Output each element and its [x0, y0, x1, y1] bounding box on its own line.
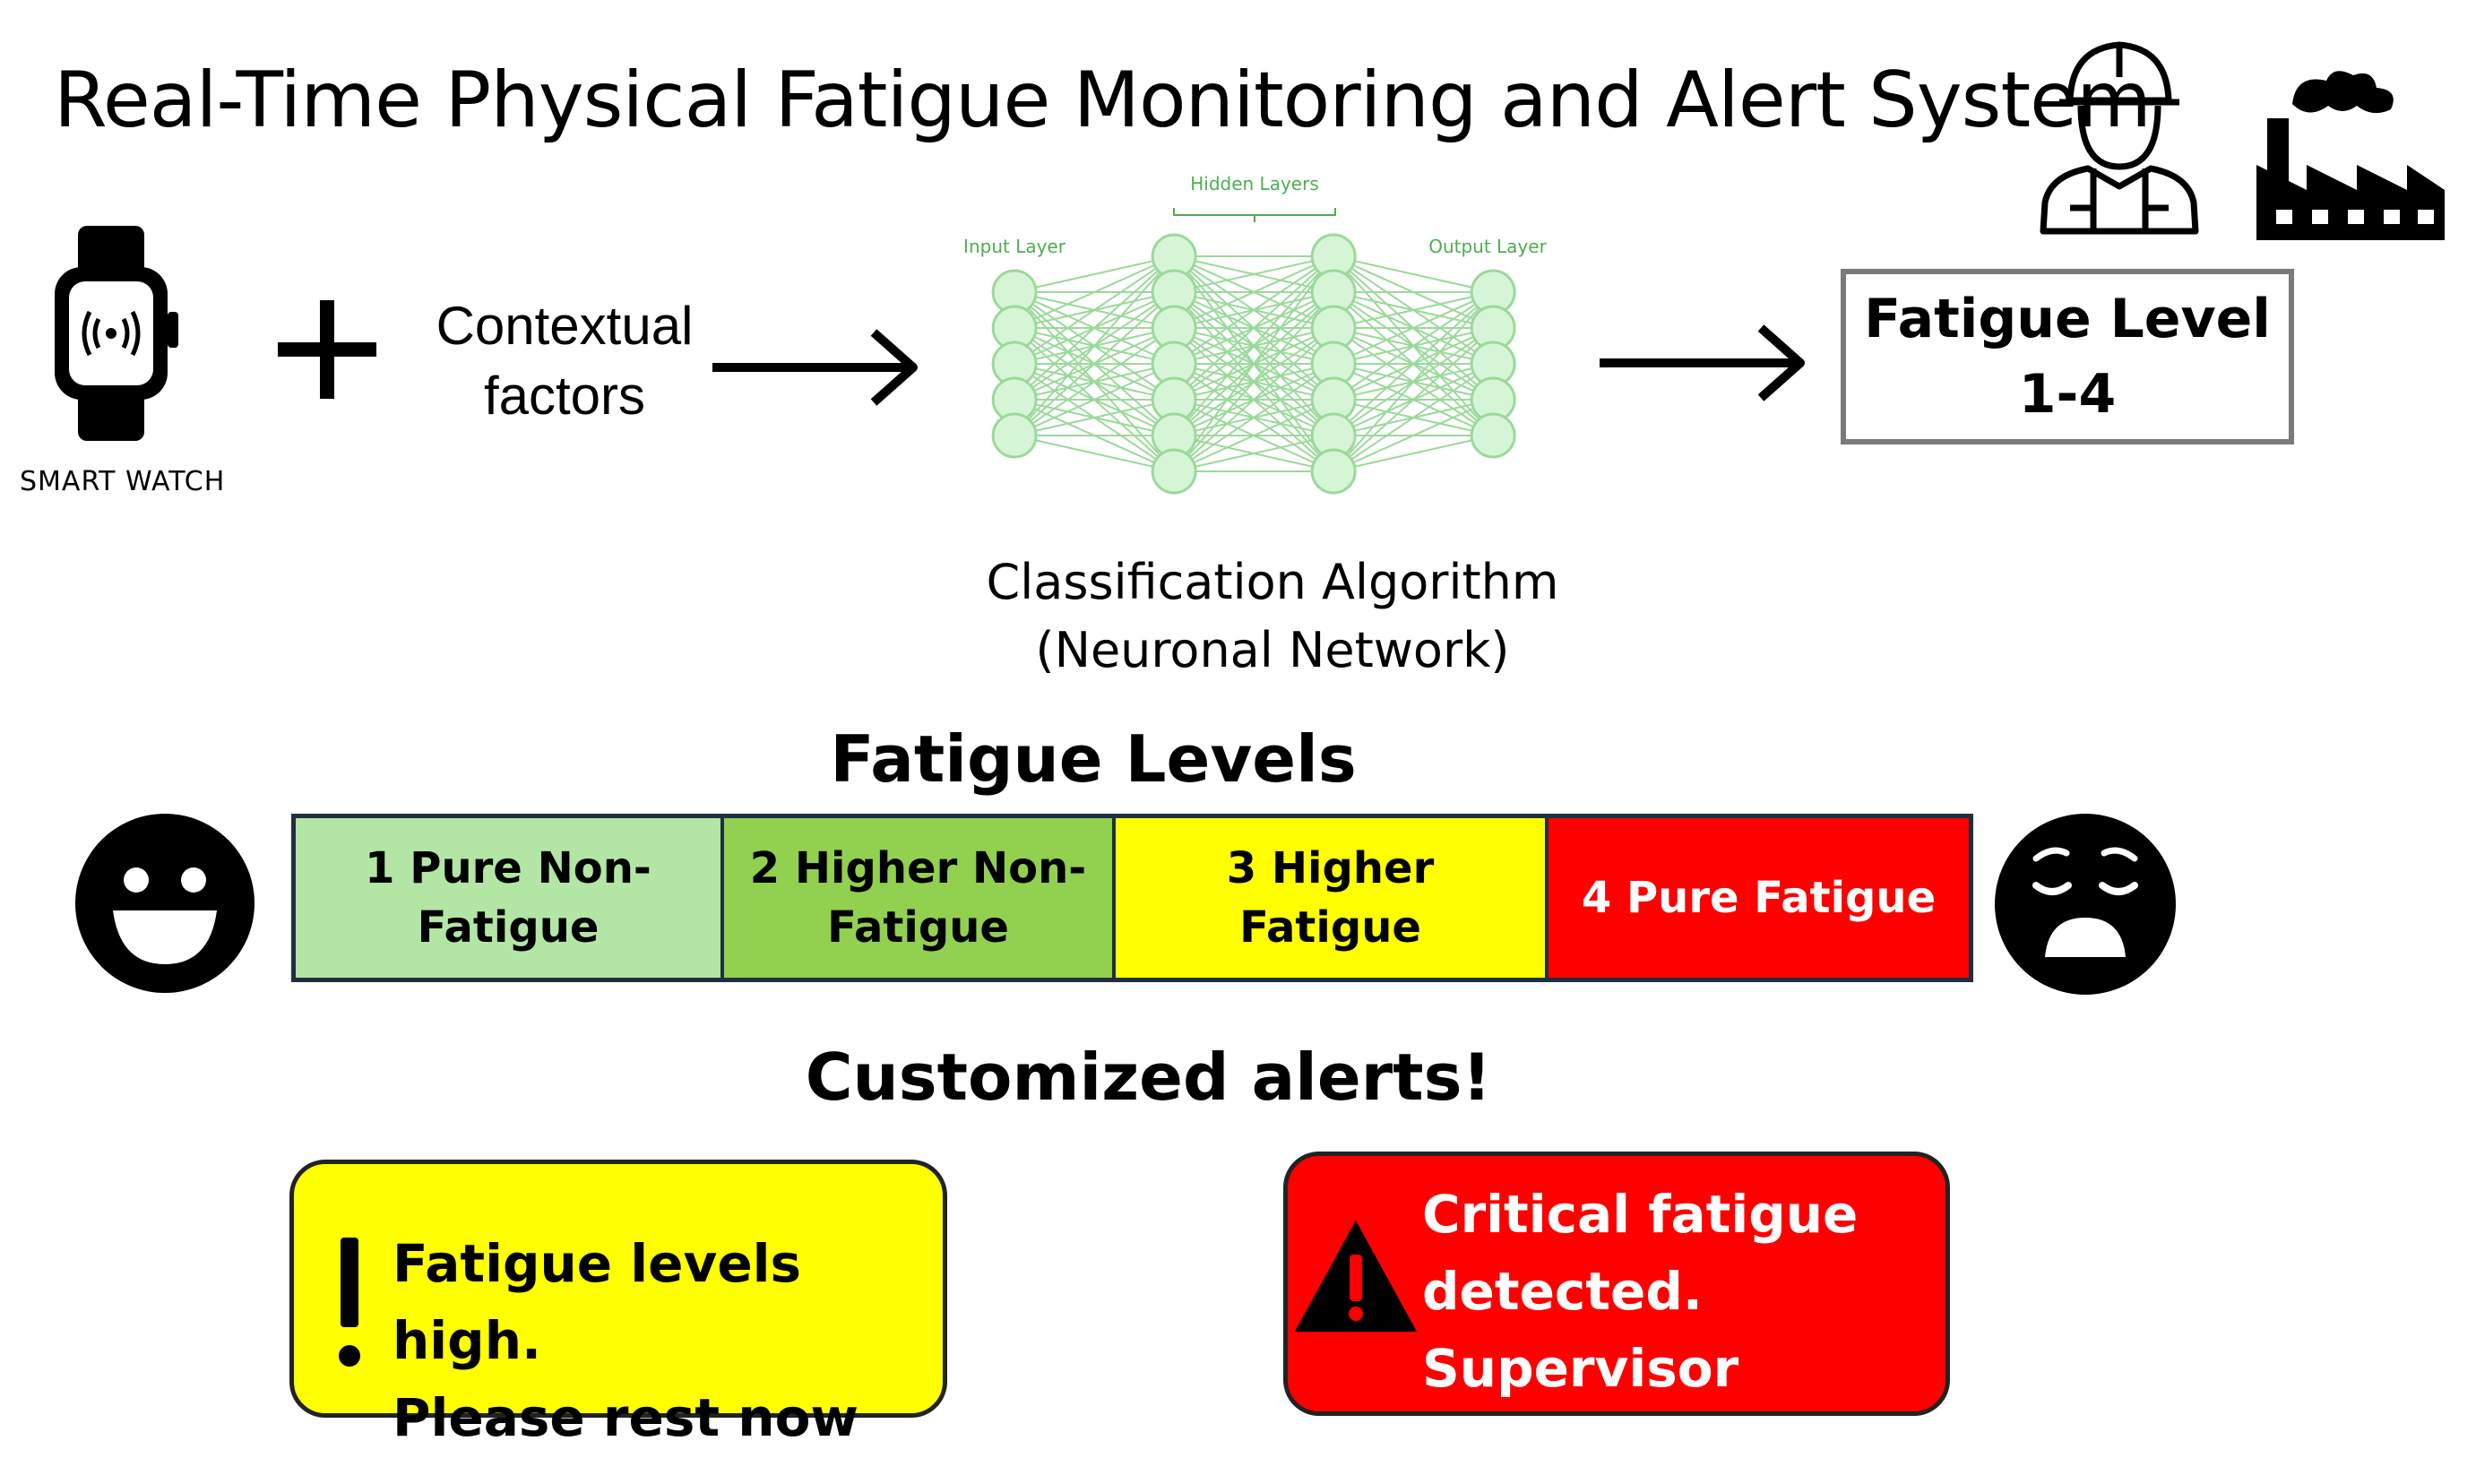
network-connection [1173, 291, 1334, 472]
network-connection [1173, 435, 1334, 472]
page-title: Real-Time Physical Fatigue Monitoring an… [54, 56, 2152, 145]
network-connection [1014, 363, 1175, 436]
network-connection [1014, 255, 1175, 293]
exclamation-icon [333, 1238, 366, 1372]
network-connection [1014, 399, 1175, 436]
network-connection [1333, 399, 1494, 472]
worker-helmet-icon [2040, 41, 2199, 235]
network-connection [1173, 399, 1334, 472]
network-connection [1173, 327, 1334, 472]
network-connection [1014, 291, 1175, 436]
network-connection [1333, 327, 1494, 472]
plus-icon [278, 300, 376, 399]
level-3-cell: 3 Higher Fatigue [1112, 818, 1545, 978]
rest-alert-message: Fatigue levels high. Please rest now [393, 1233, 859, 1448]
tired-face-icon [1995, 814, 2176, 995]
smartwatch-icon [55, 226, 178, 441]
network-node [1151, 448, 1197, 495]
hidden-layers-label: Hidden Layers [1190, 173, 1319, 194]
critical-alert-message: Critical fatigue detected. Supervisor al… [1422, 1184, 1859, 1476]
fatigue-levels-heading: Fatigue Levels [830, 721, 1357, 797]
network-connection [1333, 363, 1494, 472]
network-connection [1014, 255, 1175, 436]
network-connection [1014, 435, 1175, 472]
network-node [1310, 448, 1357, 495]
network-connection [1333, 291, 1494, 329]
factory-icon [2256, 71, 2445, 240]
network-connection [1173, 255, 1334, 472]
level-2-cell: 2 Higher Non-Fatigue [720, 818, 1112, 978]
network-connection [1173, 255, 1334, 329]
network-connection [1333, 291, 1494, 436]
happy-face-icon [75, 814, 255, 993]
network-connection [1014, 255, 1175, 401]
rest-alert-card: Fatigue levels high. Please rest now [289, 1160, 947, 1448]
network-connection [1333, 255, 1494, 293]
neural-network-diagram: Hidden Layers Input Layer Output Layer [963, 173, 1548, 495]
critical-alert-card: Critical fatigue detected. Supervisor al… [1283, 1152, 1950, 1476]
network-node [1470, 412, 1516, 459]
classification-algorithm-label: Classification Algorithm (Neuronal Netwo… [986, 554, 1559, 678]
contextual-factors-label: Contextual factors [436, 296, 694, 426]
network-connection [1014, 255, 1175, 329]
fatigue-level-output-box: Fatigue Level 1-4 [1841, 269, 2294, 444]
customized-alerts-heading: Customized alerts! [805, 1040, 1492, 1115]
network-connection [1173, 363, 1334, 472]
smartwatch-label: SMART WATCH [20, 466, 226, 497]
network-connection [1333, 435, 1494, 472]
warning-triangle-icon [1295, 1221, 1417, 1332]
network-connection [1333, 291, 1494, 401]
level-1-cell: 1 Pure Non-Fatigue [296, 818, 720, 978]
network-connection [1173, 255, 1334, 293]
network-connection [1173, 255, 1334, 436]
network-connection [1333, 291, 1494, 365]
network-connection [1173, 255, 1334, 365]
network-connection [1333, 291, 1494, 472]
output-layer-label: Output Layer [1428, 236, 1547, 257]
input-layer-label: Input Layer [963, 236, 1066, 257]
level-4-cell: 4 Pure Fatigue [1545, 818, 1969, 978]
network-connection [1173, 255, 1334, 401]
arrow-right-icon [1600, 324, 1805, 401]
fatigue-level-scale: 1 Pure Non-Fatigue 2 Higher Non-Fatigue … [291, 814, 1973, 982]
network-node [991, 412, 1038, 459]
network-connection [1014, 255, 1175, 365]
network-connection [1014, 327, 1175, 436]
arrow-right-icon [712, 329, 918, 406]
